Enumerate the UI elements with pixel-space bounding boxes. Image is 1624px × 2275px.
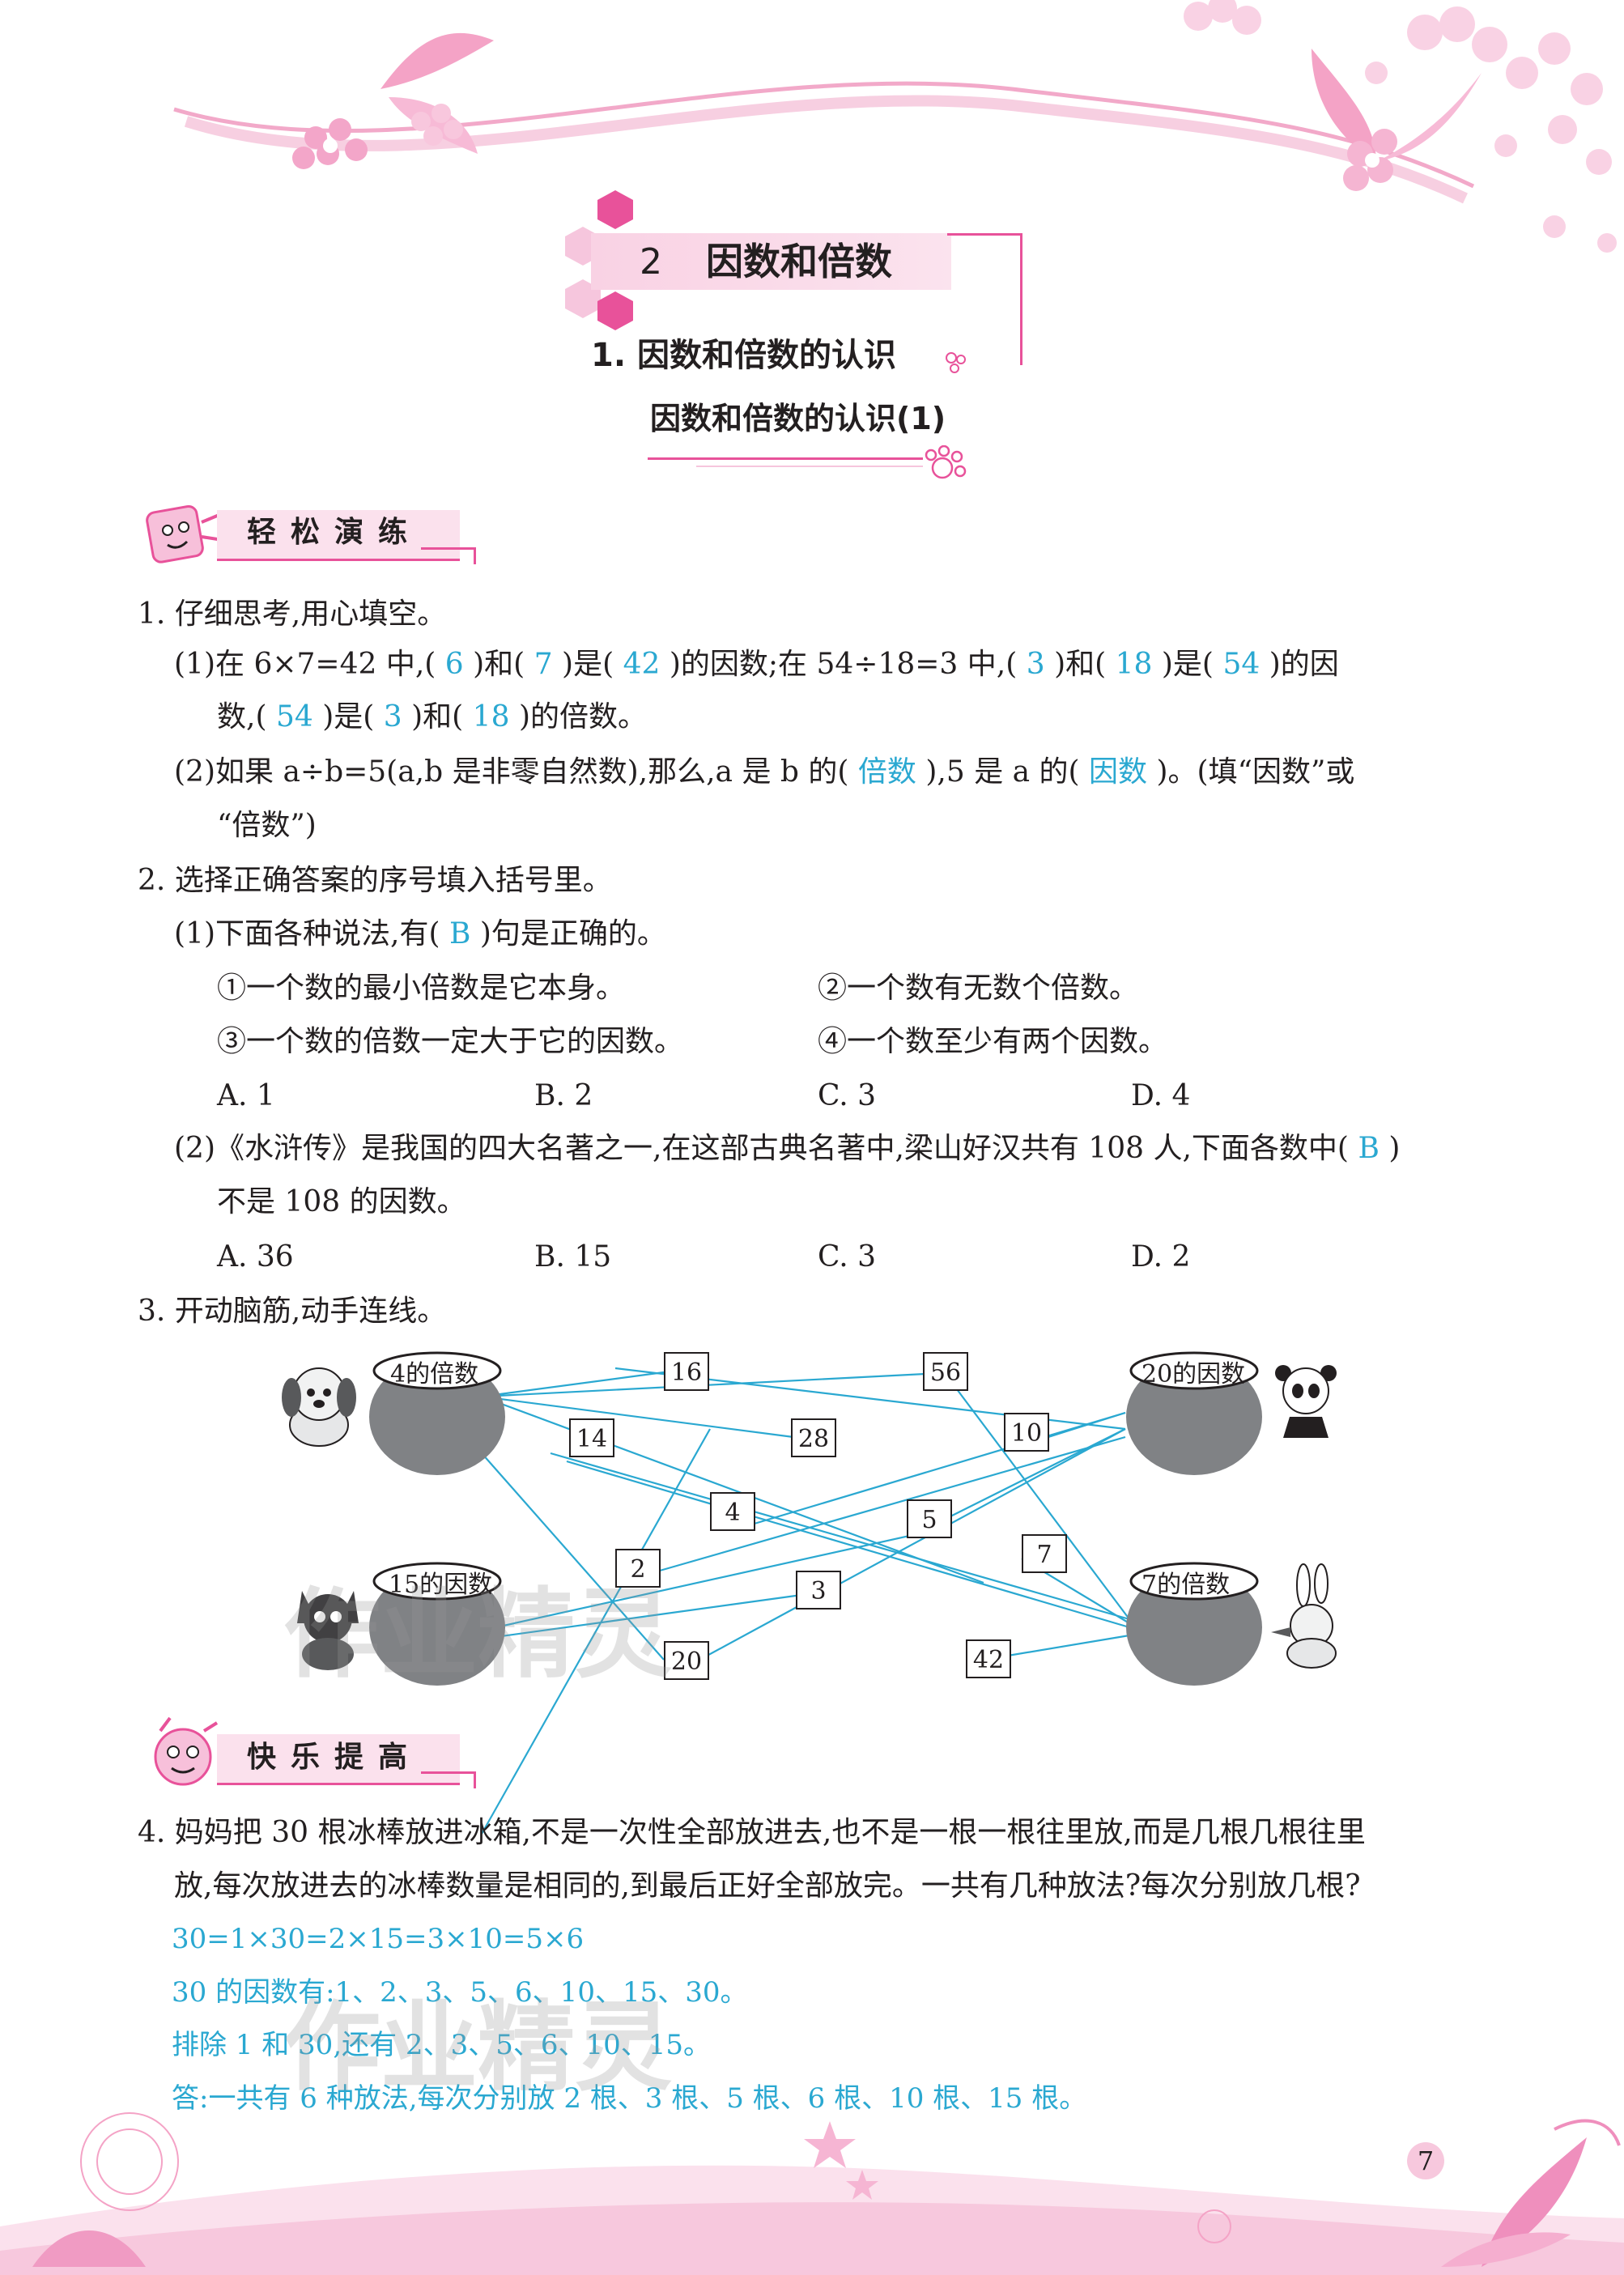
number-box-10: 10	[1004, 1413, 1049, 1452]
number-box-7: 7	[1022, 1534, 1067, 1573]
q4-line1: 4. 妈妈把 30 根冰棒放进冰箱,不是一次性全部放进去,也不是一根一根往里放,…	[138, 1816, 1366, 1849]
q2-option-d: D. 4	[1131, 1079, 1191, 1112]
number-box-14: 14	[569, 1418, 614, 1457]
section1-badge-line	[421, 547, 476, 564]
q2-statement-1: ①一个数的最小倍数是它本身。	[217, 972, 626, 1005]
paw-icon	[925, 445, 967, 479]
q1-answer-8: 3	[383, 700, 402, 734]
q2-part2-line2: 不是 108 的因数。	[217, 1185, 466, 1218]
q2-option-b: B. 2	[534, 1079, 593, 1112]
number-box-56: 56	[923, 1352, 968, 1391]
section2-badge: 快乐提高	[247, 1741, 423, 1774]
q1-answer-4: 3	[1026, 648, 1045, 681]
pot-label-7-multiples: 7的倍数	[1141, 1571, 1231, 1599]
q1-answer-2: 7	[534, 648, 553, 681]
q2-option2-b: B. 15	[534, 1240, 612, 1274]
panda-icon	[1275, 1365, 1337, 1438]
number-box-28: 28	[791, 1418, 836, 1457]
q2-stem: 2. 选择正确答案的序号填入括号里。	[138, 864, 612, 897]
mascot-icon-2	[154, 1716, 219, 1786]
q4-answer-3: 排除 1 和 30,还有 2、3、5、6、10、15。	[172, 2029, 711, 2061]
watermark-1: 作业精灵	[283, 1579, 672, 1691]
pot-20-factors	[1126, 1351, 1262, 1475]
q1-answer-5: 18	[1115, 648, 1153, 681]
q4-answer-1: 30=1×30=2×15=3×10=5×6	[172, 1923, 585, 1955]
q1-part1-line1: (1)在 6×7=42 中,( 6 )和( 7 )是( 42 )的因数;在 54…	[174, 648, 1339, 681]
q2-part1-answer: B	[449, 917, 471, 950]
q2-option2-c: C. 3	[818, 1240, 877, 1274]
pot-label-20-factors: 20的因数	[1141, 1360, 1246, 1388]
section1-badge: 轻松演练	[247, 516, 423, 549]
header-decoration	[173, 0, 1617, 253]
q4-line2: 放,每次放进去的冰棒数量是相同的,到最后正好全部放完。一共有几种放法?每次分别放…	[174, 1869, 1361, 1903]
number-box-3: 3	[796, 1571, 841, 1610]
q1-answer-7: 54	[275, 700, 313, 734]
number-box-20: 20	[664, 1641, 709, 1680]
cat-icon	[297, 1591, 359, 1670]
watermark-2: 作业精灵	[283, 1992, 672, 2104]
chapter-title: 因数和倍数	[706, 240, 892, 283]
q2-option-a: A. 1	[217, 1079, 275, 1112]
rabbit-icon	[1271, 1563, 1337, 1669]
q1-part2-line2: “倍数”)	[217, 809, 317, 842]
mascot-icon	[146, 504, 223, 563]
q2-part1: (1)下面各种说法,有( B )句是正确的。	[174, 917, 666, 950]
q2-part2-line1: (2)《水浒传》是我国的四大名著之一,在这部古典名著中,梁山好汉共有 108 人…	[174, 1132, 1401, 1165]
flower-icon	[946, 352, 966, 373]
chapter-title-frame	[947, 233, 1022, 365]
chapter-title-bar	[591, 233, 951, 290]
section-title: 1. 因数和倍数的认识	[591, 337, 896, 374]
footer-decoration	[0, 2112, 1624, 2275]
q3-stem: 3. 开动脑筋,动手连线。	[138, 1295, 447, 1328]
number-box-2: 2	[615, 1549, 661, 1588]
q2-statement-3: ③一个数的倍数一定大于它的因数。	[217, 1025, 684, 1058]
q1-answer-9: 18	[472, 700, 510, 734]
q2-statement-4: ④一个数至少有两个因数。	[818, 1025, 1168, 1058]
q2-statement-2: ②一个数有无数个倍数。	[818, 972, 1139, 1005]
number-box-16: 16	[664, 1352, 709, 1391]
pot-15-factors	[369, 1562, 505, 1686]
lesson-underline	[648, 457, 923, 460]
q2-option-c: C. 3	[818, 1079, 877, 1112]
pot-4-multiples	[369, 1351, 505, 1475]
q2-option2-a: A. 36	[217, 1240, 294, 1274]
q4-answer-2: 30 的因数有:1、2、3、5、6、10、15、30。	[172, 1976, 748, 2009]
number-box-42: 42	[966, 1639, 1011, 1678]
section2-badge-bg	[217, 1734, 460, 1785]
q1-part1-line2: 数,( 54 )是( 3 )和( 18 )的倍数。	[217, 700, 647, 734]
section1-badge-bg	[217, 510, 460, 561]
q4-answer-4: 答:一共有 6 种放法,每次分别放 2 根、3 根、5 根、6 根、10 根、1…	[172, 2082, 1087, 2115]
q1-answer-3: 42	[623, 648, 661, 681]
page-number: 7	[1407, 2142, 1444, 2179]
q1-answer-1: 6	[444, 648, 464, 681]
q1-part2-line1: (2)如果 a÷b=5(a,b 是非零自然数),那么,a 是 b 的( 倍数 )…	[174, 755, 1355, 789]
lesson-title: 因数和倍数的认识(1)	[650, 401, 946, 436]
q2-option2-d: D. 2	[1131, 1240, 1191, 1274]
dog-icon	[282, 1367, 356, 1447]
q1-answer-6: 54	[1222, 648, 1261, 681]
number-box-4: 4	[710, 1492, 755, 1531]
chapter-number: 2	[640, 241, 662, 283]
q1-stem: 1. 仔细思考,用心填空。	[138, 597, 447, 631]
lesson-underline-2	[696, 466, 923, 467]
q1-part2-answer-1: 倍数	[857, 755, 916, 789]
pot-label-4-multiples: 4的倍数	[390, 1360, 479, 1388]
pot-label-15-factors: 15的因数	[389, 1571, 493, 1599]
q1-part2-answer-2: 因数	[1089, 755, 1148, 789]
q2-part2-answer: B	[1358, 1132, 1380, 1165]
number-box-5: 5	[907, 1499, 952, 1538]
section2-badge-line	[421, 1771, 476, 1788]
pot-7-multiples	[1126, 1562, 1262, 1686]
